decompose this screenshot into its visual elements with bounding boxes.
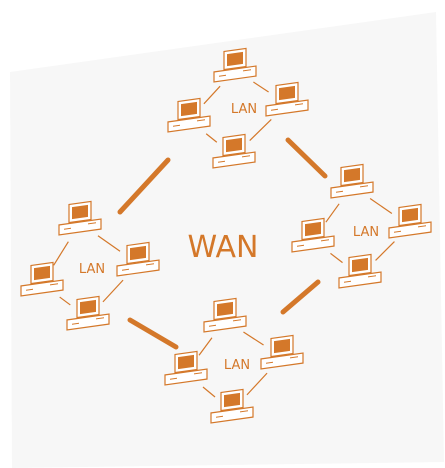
paper-background [10,12,444,468]
lan-label: LAN [224,358,250,373]
lan-link [243,331,264,346]
lan-label: LAN [79,262,105,277]
lan-groups: LAN LAN LAN LAN [20,47,432,424]
lan-link [59,296,71,306]
computer-icon [213,47,257,83]
wan-link-lan-left-lan-bottom [127,317,179,350]
computer-icon [58,200,102,236]
computer-icon [116,241,160,277]
computer-icon [260,334,304,370]
computer-icon [212,133,256,169]
computer-icon [203,297,247,333]
lan-label: LAN [231,102,257,117]
wan-link-lan-right-lan-bottom [280,279,321,315]
lan-link [369,197,393,215]
lan-link [102,279,124,303]
computer-icon [164,350,208,386]
computer-icon [20,261,64,297]
computer-icon [167,97,211,133]
wan-links [117,137,328,350]
lan-link [253,81,269,93]
lan-link [198,337,213,356]
lan-link [202,386,216,398]
computer-icon [338,253,382,289]
lan-link [325,203,340,223]
computer-icon [66,295,110,331]
lan-link [205,133,218,143]
lan-link [203,85,221,105]
lan-right: LAN [291,163,432,289]
lan-link [246,372,268,396]
lan-link [375,241,395,261]
lan-top: LAN [167,47,309,169]
wan-link-lan-top-lan-right [285,137,328,179]
computer-icon [388,203,432,239]
lan-link [330,252,343,264]
lan-left: LAN [20,200,160,331]
wan-link-lan-top-lan-left [117,157,171,215]
computer-icon [330,163,374,199]
lan-link [97,235,121,252]
lan-link [249,118,272,142]
lan-bottom: LAN [164,297,304,424]
lan-label: LAN [353,225,379,240]
computer-icon [210,388,254,424]
lan-link [53,241,69,266]
computer-icon [291,217,335,253]
computer-icon [265,81,309,117]
wan-label: WAN [188,230,259,265]
